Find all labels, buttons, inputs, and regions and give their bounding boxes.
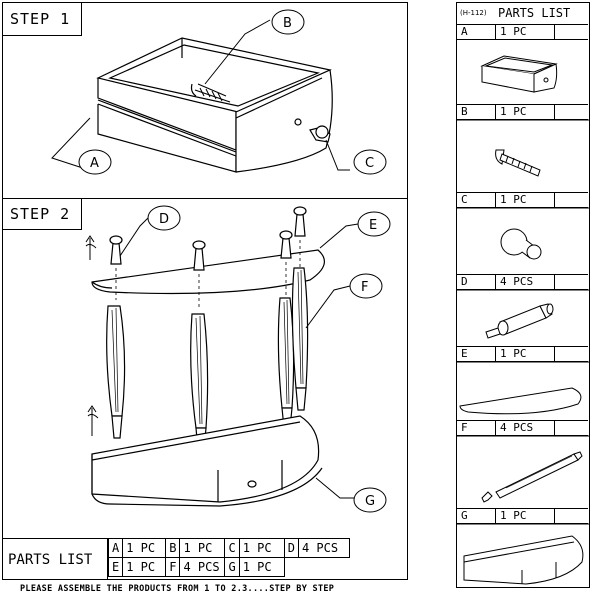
side-part-letter: A	[457, 25, 496, 39]
bottom-part-letter: C	[224, 538, 240, 558]
side-part-qty: 1 PC	[496, 509, 555, 523]
side-part-qty: 4 PCS	[496, 421, 555, 435]
callout-g: G	[365, 494, 375, 509]
part-a-drawer-icon	[480, 55, 558, 93]
bottom-parts-table: A 1 PC B 1 PC C 1 PC D 4 PCS E 1 PC F 4 …	[107, 538, 350, 577]
step1-label: STEP 1	[10, 10, 71, 28]
bottom-part-qty: 1 PC	[122, 538, 167, 558]
instructions-frame	[2, 2, 408, 580]
table-row: A 1 PC B 1 PC C 1 PC D 4 PCS	[107, 538, 350, 558]
step-divider	[2, 198, 408, 200]
part-c-knob-icon	[500, 228, 542, 260]
side-part-qty: 1 PC	[496, 193, 555, 207]
part-d-peg-icon	[485, 303, 554, 339]
step2-table-illustration: D E F G	[85, 205, 391, 513]
step1-label-box	[2, 2, 82, 36]
side-parts-list-frame	[456, 2, 590, 588]
side-parts-drawings	[456, 55, 590, 585]
empty-cell	[284, 558, 298, 577]
callout-f: F	[361, 280, 368, 295]
side-part-qty: 1 PC	[496, 105, 555, 119]
callout-d: D	[159, 212, 169, 227]
bottom-part-qty: 1 PC	[179, 538, 226, 558]
part-e-shelf-icon	[459, 387, 582, 415]
side-part-letter: D	[457, 275, 496, 289]
table-row: E 1 PC F 4 PCS G 1 PC	[107, 557, 350, 577]
part-g-base-icon	[463, 535, 584, 585]
step2-label-box	[2, 198, 82, 230]
bottom-parts-list-title: PARTS LIST	[8, 552, 93, 568]
bottom-part-qty: 4 PCS	[297, 538, 350, 558]
side-part-letter: C	[457, 193, 496, 207]
bottom-part-qty: 1 PC	[238, 538, 285, 558]
side-part-letter: B	[457, 105, 496, 119]
bottom-part-letter: E	[107, 557, 124, 577]
part-f-column-icon	[481, 451, 583, 503]
side-parts-list-title: PARTS LIST	[498, 6, 571, 20]
bottom-part-letter: A	[107, 538, 124, 558]
bottom-parts-list-box	[2, 538, 108, 580]
callout-e: E	[369, 218, 377, 233]
step2-label: STEP 2	[10, 205, 71, 223]
side-part-qty: 1 PC	[496, 347, 555, 361]
assembly-footer-note: PLEASE ASSEMBLE THE PRODUCTS FROM 1 TO 2…	[20, 584, 335, 594]
side-parts-list-model: (H-112)	[460, 9, 487, 17]
bottom-part-qty: 1 PC	[122, 557, 167, 577]
side-part-letter: F	[457, 421, 496, 435]
side-part-letter: G	[457, 509, 496, 523]
side-part-qty: 4 PCS	[496, 275, 555, 289]
empty-cell	[298, 558, 349, 577]
bottom-part-letter: F	[165, 557, 181, 577]
bottom-part-letter: D	[283, 538, 299, 558]
side-part-qty: 1 PC	[496, 25, 555, 39]
callout-b: B	[283, 16, 292, 31]
bottom-part-qty: 1 PC	[238, 557, 285, 577]
side-part-letter: E	[457, 347, 496, 361]
callout-c: C	[365, 156, 374, 171]
step1-drawer-illustration: A B C	[51, 9, 387, 175]
bottom-part-qty: 4 PCS	[179, 557, 226, 577]
bottom-part-letter: B	[165, 538, 181, 558]
bottom-part-letter: G	[224, 557, 240, 577]
part-b-screw-icon	[495, 149, 541, 177]
callout-a: A	[90, 156, 99, 171]
